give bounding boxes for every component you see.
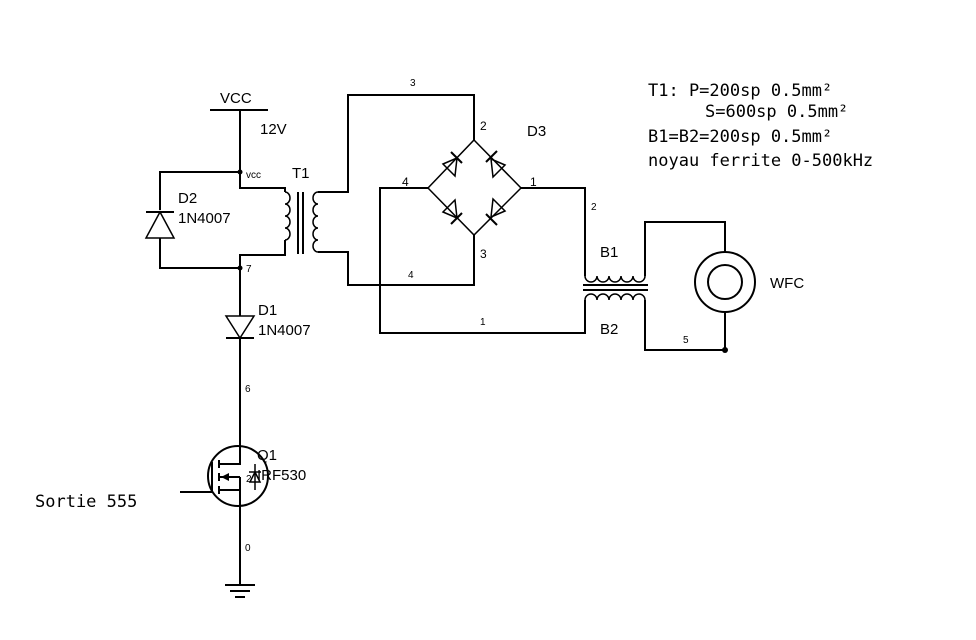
- wfc-node-dot: [722, 347, 728, 353]
- t1-label: T1: [292, 165, 310, 182]
- d1-part: 1N4007: [258, 322, 311, 339]
- input-label-sortie-555: Sortie 555: [35, 492, 137, 512]
- winding-notes: T1: P=200sp 0.5mm² S=600sp 0.5mm² B1=B2=…: [648, 81, 873, 171]
- vcc-label: VCC: [220, 90, 252, 107]
- net-1-bottom-label: 1: [480, 317, 486, 328]
- bridge-pin-1-label: 1: [530, 175, 537, 189]
- b1-label: B1: [600, 244, 618, 261]
- bridge-diode-bottom-right: [485, 197, 507, 226]
- ground-symbol: [225, 584, 255, 598]
- net-6-label: 6: [245, 384, 251, 395]
- bridge-pin-2-label: 2: [480, 119, 487, 133]
- q1-pin-2-label: 2: [246, 474, 252, 485]
- net-3-top-label: 3: [410, 78, 416, 89]
- note-line-3: B1=B2=200sp 0.5mm²: [648, 127, 832, 147]
- note-line-4: noyau ferrite 0-500kHz: [648, 151, 873, 171]
- net-4-bottom-label: 4: [408, 270, 414, 281]
- vcc-supply: VCC 12V vcc: [210, 90, 287, 181]
- mosfet-q1: 2 Q1 IRF530: [207, 445, 306, 507]
- net-5-label: 5: [683, 335, 689, 346]
- note-line-1: T1: P=200sp 0.5mm²: [648, 81, 832, 101]
- bridge-pin-4-label: 4: [402, 175, 409, 189]
- wfc-label: WFC: [770, 275, 804, 292]
- supply-voltage-label: 12V: [260, 121, 287, 138]
- d2-label: D2: [178, 190, 197, 207]
- bridge-rectifier-d3: D3 2 3 4 1: [402, 119, 546, 261]
- diode-d2: D2 1N4007: [144, 171, 240, 269]
- net-7-label: 7: [246, 264, 252, 275]
- net-0-label: 0: [245, 543, 251, 554]
- inductor-b2: B2: [584, 293, 646, 338]
- vcc-node-label: vcc: [246, 170, 261, 181]
- q1-part: IRF530: [257, 467, 306, 484]
- inductor-b1: B1: [584, 244, 646, 283]
- d3-label: D3: [527, 123, 546, 140]
- bridge-diode-bottom-left: [441, 198, 463, 225]
- q1-label: Q1: [257, 447, 277, 464]
- wfc-cell: WFC: [694, 251, 804, 313]
- d2-part: 1N4007: [178, 210, 231, 227]
- b2-label: B2: [600, 321, 618, 338]
- bridge-diode-top-right: [485, 150, 507, 179]
- net-2-right-label: 2: [591, 202, 597, 213]
- transformer-t1: T1: [284, 165, 319, 254]
- diode-d1: D1 1N4007: [224, 268, 311, 446]
- note-line-2: S=600sp 0.5mm²: [705, 102, 848, 122]
- bridge-pin-3-label: 3: [480, 247, 487, 261]
- bridge-diode-top-left: [441, 151, 463, 178]
- d1-label: D1: [258, 302, 277, 319]
